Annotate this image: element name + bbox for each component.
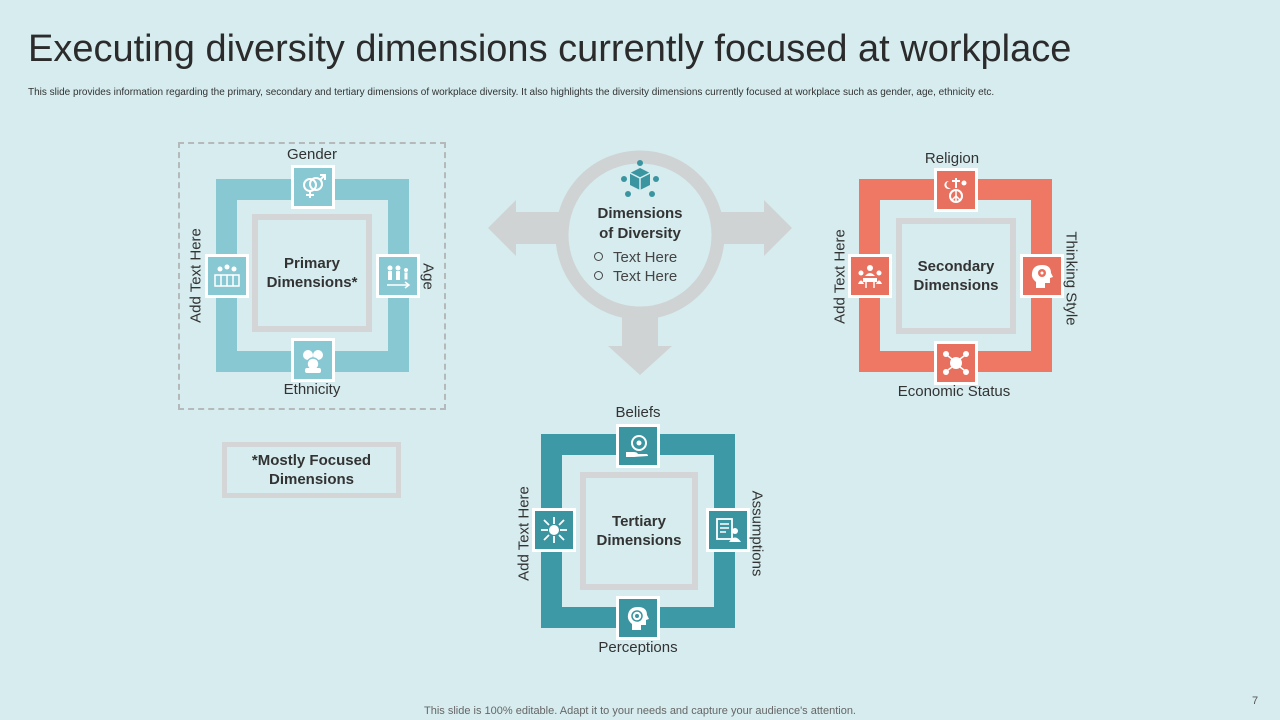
people-group-icon [214,264,240,287]
secondary-bottom-node [934,341,978,385]
primary-left-label: Add Text Here [187,228,205,323]
secondary-left-node [848,254,892,298]
primary-left-node [205,254,249,298]
right-arrow-shape [714,200,792,256]
tertiary-left-label: Add Text Here [515,486,533,581]
tertiary-right-label: Assumptions [748,490,766,577]
belief-hand-icon [626,435,648,457]
center-items: Text Here Text Here [594,248,677,286]
center-title-line1: Dimensions [597,205,683,222]
secondary-left-label: Add Text Here [831,229,849,324]
primary-bottom-label: Ethnicity [283,381,341,398]
secondary-right-node [1020,254,1064,298]
head-target-icon [627,607,649,630]
ethnicity-faces-icon [303,350,323,373]
tertiary-bottom-label: Perceptions [598,639,678,656]
left-arrow-shape [488,200,566,256]
network-cube-icon [621,160,659,197]
slide-title: Executing diversity dimensions currently… [28,28,1072,70]
primary-group-dashed-border [178,142,446,410]
primary-right-node [376,254,420,298]
tertiary-left-node [532,508,576,552]
religion-symbols-icon [944,178,967,203]
meeting-people-icon [858,265,882,288]
secondary-top-label: Religion [924,150,980,167]
primary-top-label: Gender [286,146,338,163]
age-group-icon [387,265,411,289]
center-title-line2: of Diversity [599,225,681,242]
slide-footer: This slide is 100% editable. Adapt it to… [424,705,856,717]
primary-bottom-node [291,338,335,382]
primary-right-label: Age [419,263,437,290]
center-item: Text Here [594,267,677,286]
center-item: Text Here [594,248,677,267]
secondary-bottom-label: Economic Status [897,383,1011,400]
tertiary-top-label: Beliefs [615,404,661,421]
tertiary-right-node [706,508,750,552]
secondary-right-label: Thinking Style [1062,231,1080,326]
slide-subtitle: This slide provides information regardin… [28,87,995,98]
tertiary-top-node [616,424,660,468]
secondary-top-node [934,168,978,212]
head-gear-icon [1031,265,1053,288]
tertiary-bottom-node [616,596,660,640]
gender-symbol-icon [303,174,326,198]
page-number: 7 [1252,695,1259,707]
primary-top-node [291,165,335,209]
economic-network-icon [943,351,969,375]
down-arrow-shape [608,300,672,375]
hub-arrows-icon [541,517,567,543]
document-person-icon [716,518,741,542]
center-title: Dimensions of Diversity [568,204,712,244]
